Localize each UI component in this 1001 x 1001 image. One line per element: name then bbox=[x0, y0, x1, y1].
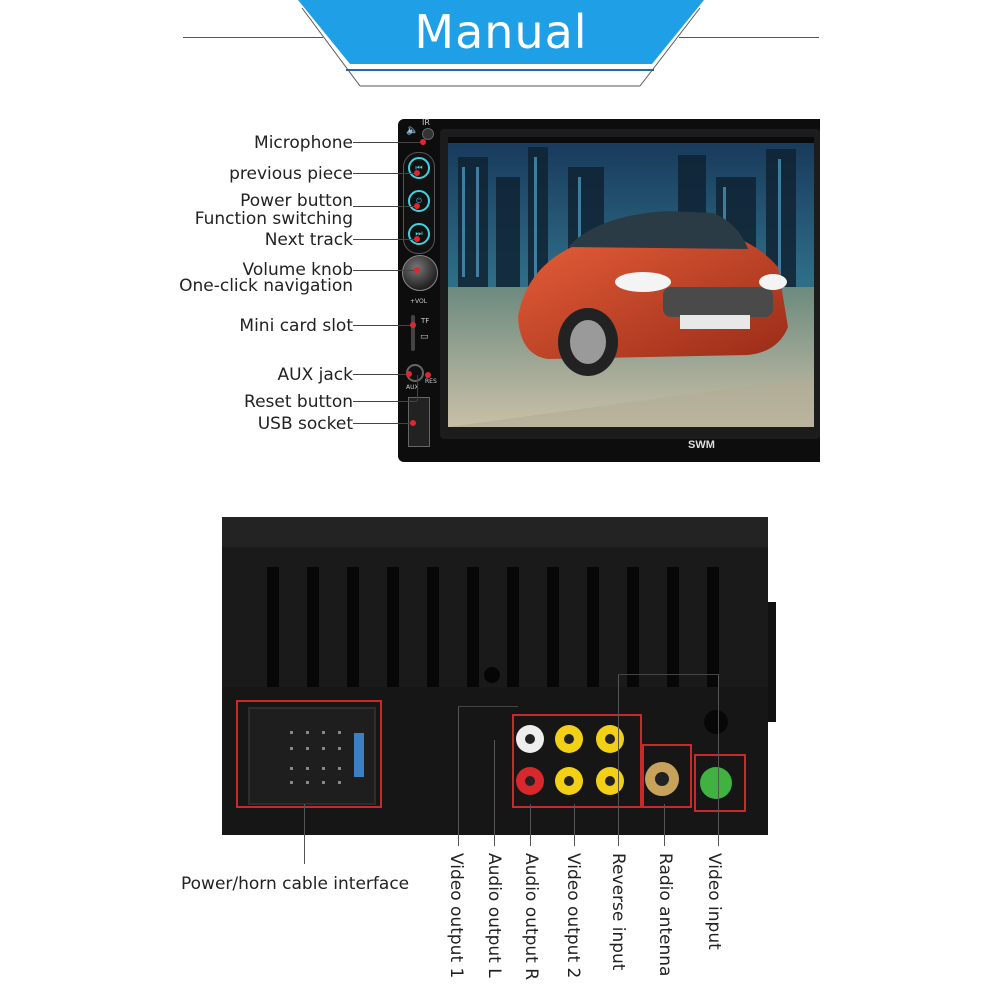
label-video-output-1: Video output 1 bbox=[446, 853, 466, 979]
line-power-connector bbox=[304, 804, 305, 864]
label-radio-antenna: Radio antenna bbox=[655, 853, 675, 977]
dot-usb bbox=[410, 420, 416, 426]
dot-next bbox=[414, 236, 420, 242]
dot-power bbox=[414, 203, 420, 209]
leader-usb bbox=[353, 423, 413, 424]
label-next-track: Next track bbox=[264, 230, 353, 250]
dot-aux bbox=[406, 371, 412, 377]
previous-icon: ⏮ bbox=[415, 163, 423, 172]
reset-caption: RES bbox=[425, 378, 437, 385]
label-one-click-navigation: One-click navigation bbox=[179, 276, 353, 296]
label-microphone: Microphone bbox=[254, 133, 353, 153]
tf-card-slot[interactable] bbox=[411, 315, 415, 351]
line-reverse-input bbox=[618, 674, 619, 846]
microphone-hole bbox=[422, 128, 434, 140]
line-video-output-1-h bbox=[458, 706, 518, 707]
side-bracket bbox=[768, 602, 776, 722]
leader-reset bbox=[353, 401, 417, 402]
label-aux-jack: AUX jack bbox=[277, 365, 353, 385]
highlight-antenna bbox=[642, 744, 692, 808]
label-reset-button: Reset button bbox=[244, 392, 353, 412]
highlight-rca-jacks bbox=[512, 714, 642, 808]
dot-reset bbox=[425, 372, 431, 378]
iso-connector[interactable] bbox=[248, 707, 376, 805]
label-power-button: Power button bbox=[240, 191, 353, 211]
line-reverse-input-h bbox=[618, 674, 718, 675]
line-video-output-2 bbox=[574, 804, 575, 846]
highlight-video-input bbox=[694, 754, 746, 812]
line-video-input bbox=[718, 674, 719, 846]
label-usb-socket: USB socket bbox=[257, 414, 353, 434]
dot-microphone bbox=[420, 139, 426, 145]
leader-reset-up bbox=[417, 375, 418, 401]
rca-jacks bbox=[516, 725, 679, 796]
label-function-switching: Function switching bbox=[194, 209, 353, 229]
speaker-icon: 🔈 bbox=[406, 125, 419, 136]
header-rule-left bbox=[183, 37, 323, 38]
label-audio-output-l: Audio output L bbox=[484, 853, 504, 978]
label-video-input: Video input bbox=[704, 853, 724, 950]
screen-brand: SWM bbox=[688, 439, 715, 451]
line-audio-output-r bbox=[530, 804, 531, 846]
label-video-output-2: Video output 2 bbox=[563, 853, 583, 979]
usb-socket[interactable] bbox=[408, 397, 430, 447]
volume-knob[interactable] bbox=[402, 255, 438, 291]
front-panel: SWM 🔈 IR ⏮ ⏻ ⏭ +VOL TF ▭ AUX RES bbox=[398, 118, 820, 462]
previous-button[interactable]: ⏮ bbox=[408, 157, 430, 179]
label-mini-card-slot: Mini card slot bbox=[239, 316, 353, 336]
next-icon: ⏭ bbox=[415, 229, 423, 238]
leader-power bbox=[353, 206, 417, 207]
leader-next bbox=[353, 239, 417, 240]
card-icon: ▭ bbox=[420, 332, 429, 342]
label-reverse-input: Reverse input bbox=[608, 853, 628, 971]
dot-previous bbox=[414, 170, 420, 176]
highlight-power-connector bbox=[236, 700, 382, 808]
header-banner bbox=[298, 0, 704, 87]
leader-aux bbox=[353, 374, 409, 375]
leader-card-slot bbox=[353, 325, 413, 326]
rear-top-edge bbox=[222, 517, 768, 547]
next-button[interactable]: ⏭ bbox=[408, 223, 430, 245]
power-mode-icon: ⏻ bbox=[416, 197, 422, 205]
video-input-port[interactable] bbox=[704, 710, 728, 734]
heat-sink-vents bbox=[267, 567, 719, 717]
label-previous-piece: previous piece bbox=[229, 164, 353, 184]
label-volume-knob: Volume knob bbox=[242, 260, 353, 280]
line-video-output-1 bbox=[458, 706, 459, 846]
label-power-horn-interface: Power/horn cable interface bbox=[181, 874, 410, 894]
dot-volume bbox=[414, 267, 420, 273]
dot-card-slot bbox=[410, 322, 416, 328]
page-title: Manual bbox=[414, 5, 588, 59]
iso-pin-grid bbox=[290, 731, 364, 784]
leader-volume bbox=[353, 270, 417, 271]
screen-car-image bbox=[448, 137, 814, 427]
green-plug[interactable] bbox=[700, 767, 732, 799]
line-audio-output-l bbox=[494, 740, 495, 846]
line-radio-antenna bbox=[664, 804, 665, 846]
label-audio-output-r: Audio output R bbox=[521, 853, 541, 981]
volume-caption: +VOL bbox=[410, 298, 428, 305]
leader-previous bbox=[353, 173, 417, 174]
ir-caption: IR bbox=[422, 118, 430, 127]
leader-microphone bbox=[353, 142, 423, 143]
power-mode-button[interactable]: ⏻ bbox=[408, 190, 430, 212]
aux-caption: AUX bbox=[406, 384, 419, 391]
slot-caption: TF bbox=[421, 317, 430, 325]
rear-panel bbox=[222, 517, 776, 835]
header-rule-right bbox=[679, 37, 819, 38]
